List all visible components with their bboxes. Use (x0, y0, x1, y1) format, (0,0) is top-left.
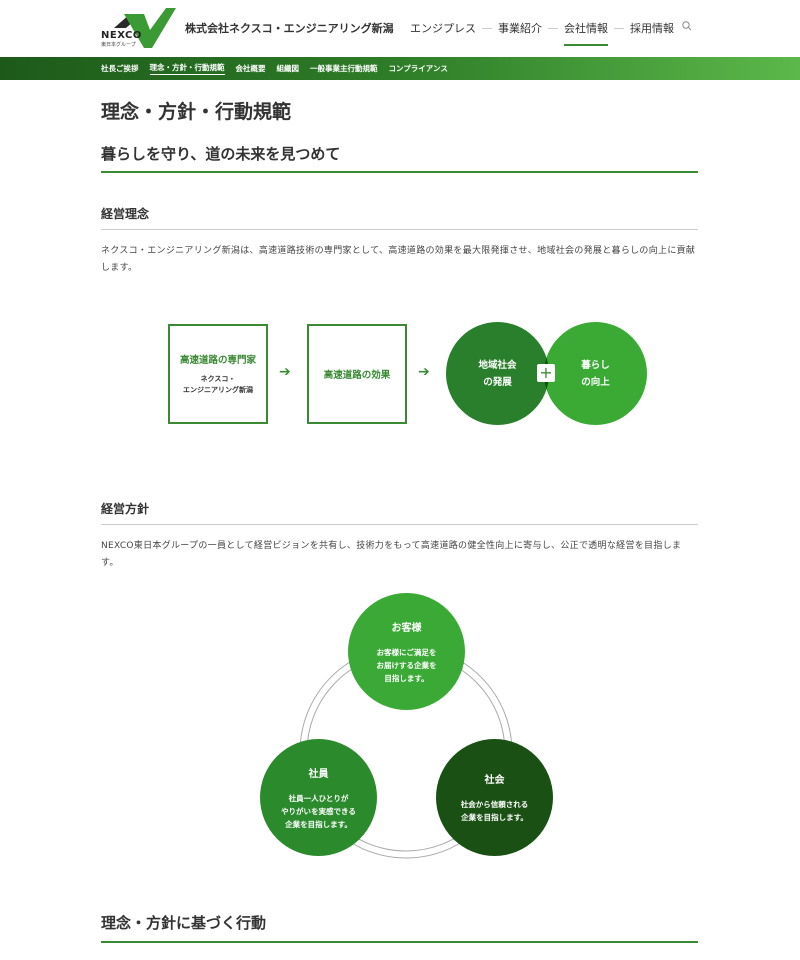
sub-nav: 社長ご挨拶 理念・方針・行動規範 会社概要 組織図 一般事業主行動規範 コンプラ… (0, 57, 800, 80)
policy-text: NEXCO東日本グループの一員として経営ビジョンを共有し、技術力をもって高速道路… (101, 541, 682, 568)
circle-text: 社員一人ひとりが (288, 793, 349, 803)
circle-text: やりがいを実感できる (281, 806, 356, 816)
subnav-greeting[interactable]: 社長ご挨拶 (101, 64, 139, 73)
circle-text: お客様にご満足を (376, 647, 437, 657)
circle-text: 目指します。 (384, 673, 429, 683)
philosophy-heading: 経営理念 (101, 207, 150, 221)
community-circle: 地域社会の発展 (446, 322, 549, 425)
customer-circle: お客様 お客様にご満足をお届けする企業を目指します。 (348, 593, 465, 710)
policy-heading: 経営方針 (101, 502, 150, 516)
box-title: 高速道路の効果 (323, 370, 391, 381)
nav-company[interactable]: 会社情報 (564, 22, 608, 46)
expert-box: 高速道路の専門家 ネクスコ・エンジニアリング新潟 (168, 324, 268, 424)
nav-enjipress[interactable]: エンジプレス (410, 22, 476, 35)
circle-text: お届けする企業を (376, 660, 437, 670)
subnav-overview[interactable]: 会社概要 (235, 64, 266, 73)
circle-title: 社会 (484, 775, 505, 786)
nexco-logo[interactable] (100, 8, 176, 50)
nav-recruit[interactable]: 採用情報 (630, 22, 674, 35)
box-sub: エンジニアリング新潟 (183, 386, 253, 394)
philosophy-text: ネクスコ・エンジニアリング新潟は、高速道路技術の専門家として、高速道路の効果を最… (101, 246, 696, 273)
divider (101, 941, 698, 943)
subnav-action-plan[interactable]: 一般事業主行動規範 (310, 64, 378, 73)
effect-box: 高速道路の効果 (307, 324, 407, 424)
plus-icon: + (537, 364, 555, 382)
arrow-right-icon: ➔ (418, 364, 430, 380)
circle-title: お客様 (391, 622, 422, 634)
circle-text: 企業を目指します。 (461, 813, 528, 822)
circle-text: 暮らし (581, 359, 610, 371)
subnav-philosophy[interactable]: 理念・方針・行動規範 (149, 62, 225, 75)
arrow-right-icon: ➔ (279, 364, 291, 380)
circle-text: の向上 (581, 376, 610, 388)
logo-text: NEXCO (101, 30, 142, 41)
page-subtitle: 暮らしを守り、道の未来を見つめて (101, 145, 341, 163)
subnav-organization[interactable]: 組織図 (276, 64, 300, 73)
divider (101, 524, 698, 525)
search-icon[interactable] (682, 21, 692, 31)
nav-business[interactable]: 事業紹介 (498, 22, 542, 35)
society-circle: 社会 社会から信頼される企業を目指します。 (436, 739, 553, 856)
circle-text: 企業を目指します。 (285, 819, 352, 829)
company-name[interactable]: 株式会社ネクスコ・エンジニアリング新潟 (185, 22, 394, 35)
logo-subtext: 東日本グループ (101, 42, 136, 48)
circle-text: の発展 (483, 376, 512, 388)
employee-circle: 社員 社員一人ひとりがやりがいを実感できる企業を目指します。 (260, 739, 377, 856)
main-nav: エンジプレス 事業紹介 会社情報 採用情報 (410, 20, 674, 46)
page-title: 理念・方針・行動規範 (101, 101, 292, 123)
box-title: 高速道路の専門家 (179, 355, 256, 366)
circle-text: 社会から信頼される (460, 800, 529, 809)
divider (101, 171, 698, 173)
action-heading: 理念・方針に基づく行動 (101, 914, 267, 932)
circle-title: 社員 (308, 768, 329, 780)
subnav-compliance[interactable]: コンプライアンス (388, 64, 448, 73)
divider (101, 229, 698, 230)
life-circle: 暮らしの向上 (544, 322, 647, 425)
circle-text: 地域社会 (478, 359, 517, 371)
box-sub: ネクスコ・ (200, 375, 236, 383)
